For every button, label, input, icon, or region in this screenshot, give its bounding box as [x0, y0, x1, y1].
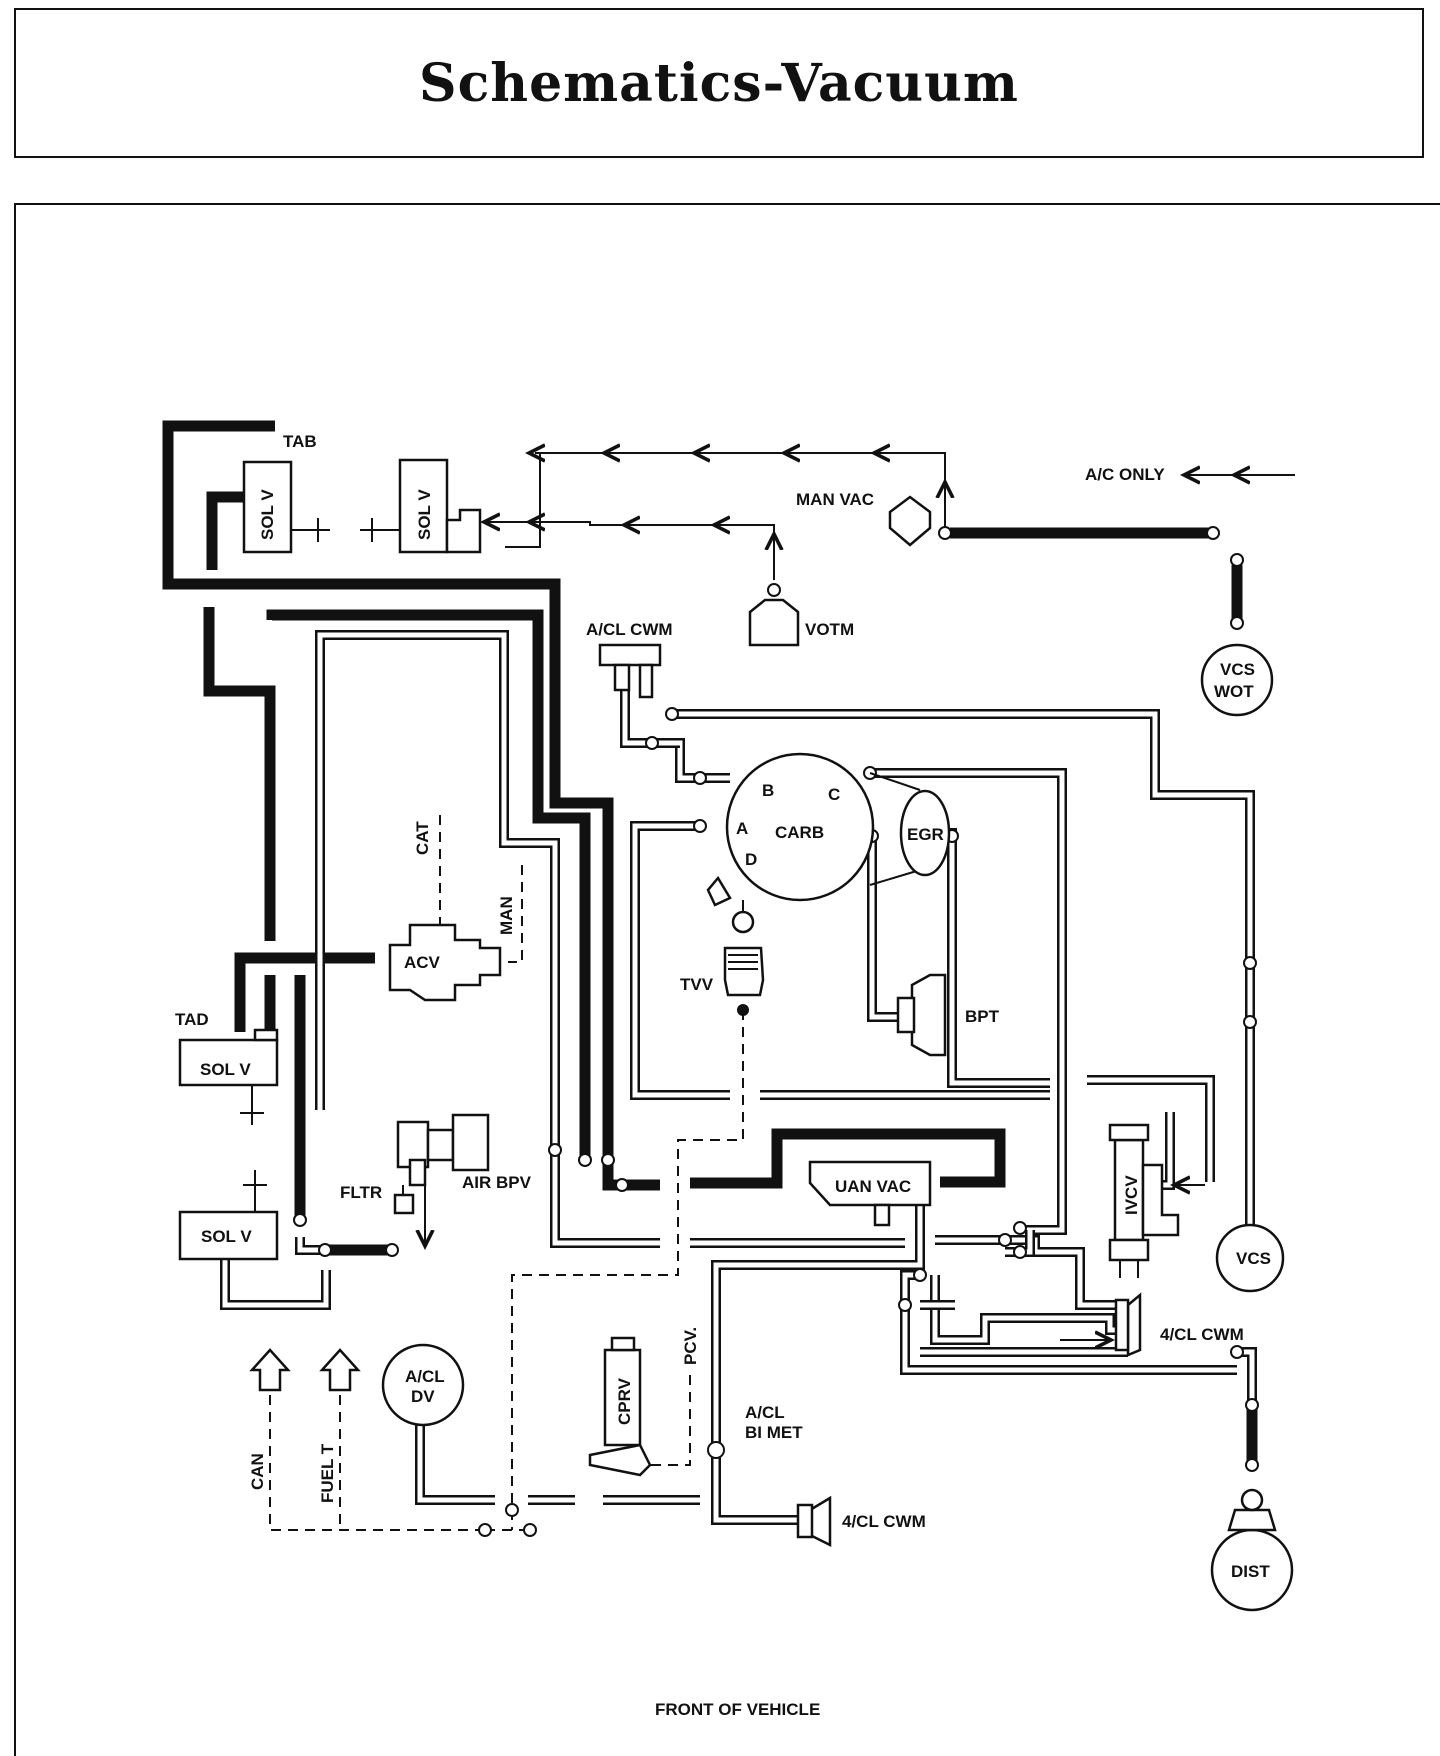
dash-tvv [511, 1010, 744, 1530]
label-pcv: PCV. [681, 1327, 700, 1365]
label-sol-v-top-right: SOL V [415, 489, 434, 540]
title-box: Schematics-Vacuum [14, 8, 1424, 158]
flow-arrows-bottom [249, 1348, 361, 1392]
label-tab: TAB [283, 432, 317, 451]
label-sol-v-low: SOL V [201, 1227, 252, 1246]
acl-dv-valve [381, 1343, 465, 1427]
line-votm [485, 521, 775, 580]
label-ac-only: A/C ONLY [1085, 465, 1165, 484]
votm-valve [748, 598, 800, 647]
hose-solv-left [206, 491, 244, 570]
hose-egr-bpt [945, 828, 1050, 1088]
connectors [293, 526, 1259, 1537]
dash-man [508, 865, 523, 963]
cl4-cwm-bottom [796, 1495, 832, 1548]
label-dist: DIST [1231, 1562, 1270, 1581]
dist-valve [1210, 1488, 1294, 1612]
label-port-c: C [828, 785, 840, 804]
label-fltr: FLTR [340, 1183, 382, 1202]
label-cprv: CPRV [615, 1377, 634, 1425]
label-acl-dv-2: DV [411, 1387, 435, 1406]
hose-uan-loop [690, 1128, 1006, 1189]
egr-valve [869, 772, 951, 886]
heavy-hoses [162, 420, 1258, 1465]
diagram-frame [14, 203, 1440, 1756]
page-title: Schematics-Vacuum [419, 52, 1019, 114]
acl-cwm-top [598, 643, 662, 699]
sol-v-top-right [360, 458, 482, 554]
labels: TAB SOL V SOL V MAN VAC A/C ONLY VOTM A/… [175, 432, 1271, 1719]
label-port-a: A [736, 819, 748, 838]
label-carb: CARB [775, 823, 824, 842]
label-sol-v-mid: SOL V [200, 1060, 251, 1079]
tvv-valve [723, 900, 765, 1016]
bpt-valve [896, 973, 947, 1057]
hose-tab-loop [162, 420, 660, 1191]
light-hoses [220, 630, 1257, 1525]
cprv-valve [588, 1336, 652, 1477]
label-egr: EGR [907, 825, 944, 844]
sol-v-low [178, 1170, 279, 1261]
dash-pcv [650, 1375, 691, 1466]
label-acl-bimet-2: BI MET [745, 1423, 803, 1442]
vcs-wot-valve [1200, 643, 1274, 717]
label-tad: TAD [175, 1010, 209, 1029]
sol-v-top-left [242, 460, 330, 554]
label-ivcv: IVCV [1122, 1175, 1141, 1215]
label-bpt: BPT [965, 1007, 1000, 1026]
label-vcs-wot-1: VCS [1220, 660, 1255, 679]
label-port-b: B [762, 781, 774, 800]
label-votm: VOTM [805, 620, 854, 639]
hose-acv-tad [234, 952, 375, 1032]
label-acv: ACV [404, 953, 441, 972]
hose-bimet [711, 1240, 925, 1525]
label-air-bpv: AIR BPV [462, 1173, 532, 1192]
ivcv-valve [1108, 1123, 1180, 1278]
footer-front-of-vehicle: FRONT OF VEHICLE [655, 1700, 820, 1719]
label-acl-bimet-1: A/CL [745, 1403, 785, 1422]
air-bpv-valve [393, 1113, 490, 1215]
hose-inner-left [266, 609, 591, 1162]
acv-valve [388, 923, 502, 1002]
label-acl-dv-1: A/CL [405, 1367, 445, 1386]
label-uan-vac: UAN VAC [835, 1177, 911, 1196]
dash-can [269, 1395, 485, 1531]
tad-sol-v [178, 1028, 279, 1125]
label-port-d: D [745, 850, 757, 869]
label-cl4-cwm-bottom: 4/CL CWM [842, 1512, 926, 1531]
uan-vac-valve [808, 1160, 932, 1227]
line-top-return [505, 452, 946, 548]
label-vcs-wot-2: WOT [1214, 682, 1254, 701]
vcs-valve [1215, 1223, 1285, 1293]
hose-light-3 [220, 1258, 331, 1310]
label-can: CAN [248, 1453, 267, 1490]
label-cat: CAT [413, 821, 432, 855]
label-sol-v-top-left: SOL V [258, 489, 277, 540]
label-cl4-cwm-right: 4/CL CWM [1160, 1325, 1244, 1344]
label-fuel-t: FUEL T [318, 1443, 337, 1503]
hose-carb-a [630, 821, 700, 1100]
label-acl-cwm-top: A/CL CWM [586, 620, 673, 639]
dashed-lines [269, 815, 744, 1531]
label-tvv: TVV [680, 975, 714, 994]
thin-lines [425, 453, 1295, 1340]
label-man: MAN [497, 896, 516, 935]
man-vac-valve [888, 495, 932, 547]
hose-uan-down [900, 1205, 1237, 1375]
label-vcs: VCS [1236, 1249, 1271, 1268]
hose-outer-left [203, 607, 276, 941]
label-man-vac: MAN VAC [796, 490, 874, 509]
cl4-cwm-right [1114, 1292, 1142, 1357]
carb-body [706, 752, 875, 907]
